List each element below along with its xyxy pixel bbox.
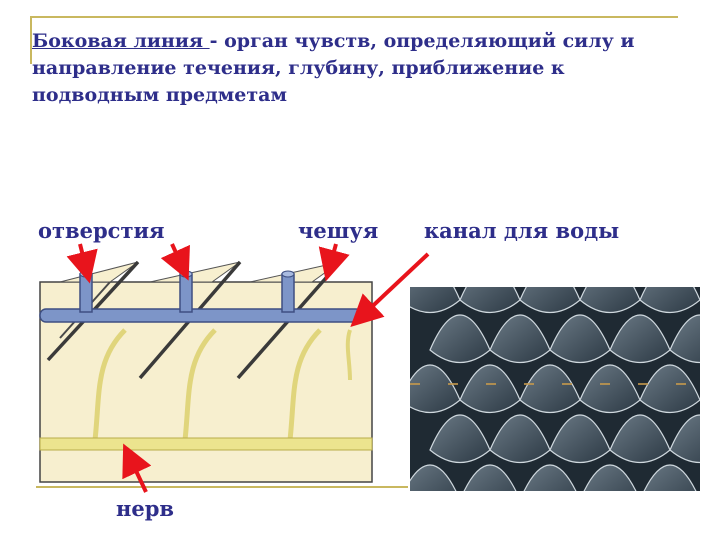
fish-scale [523,464,577,491]
fish-scale [639,287,700,313]
fish-scale [489,314,551,363]
fish-scale [699,398,700,401]
nerve-branch [345,329,352,381]
fish-scale [519,287,581,313]
fish-scale [643,464,697,491]
fish-scale [583,464,637,491]
fish-scale [669,314,700,363]
arrow-openings-1 [66,243,98,284]
fish-scale [410,287,461,313]
arrow-openings-2 [160,243,190,281]
canal-pore [281,273,295,313]
arrow-canal [350,252,430,327]
title-definition: - орган чувств, определяющий силу и напр… [32,30,635,106]
fish-scale [489,414,551,463]
pore-opening [281,270,295,278]
fish-scale [579,364,641,413]
skin-section [39,260,373,483]
pointer-arrows [66,243,430,493]
fish-scale [429,314,491,363]
label-nerve: нерв [116,496,175,521]
pore-opening [79,270,93,278]
nerve-branch [182,328,217,441]
fish-scale [463,464,517,491]
bottom-line [36,486,408,488]
fish-scale [700,465,720,513]
fish-scale [549,414,611,463]
fish-scale [609,314,671,363]
fish-scale [519,364,581,413]
canal-pore [79,273,93,313]
label-openings: отверстия [38,218,165,243]
label-scale: чешуя [298,218,379,243]
nerve-trunk [39,437,373,451]
fish-scale [639,364,700,413]
fish-scale [699,298,700,301]
nerve-branch [92,328,127,441]
fish-scale [579,287,641,313]
fish-scale [410,364,461,413]
title-term: Боковая линия [32,30,210,52]
nerve-branch [287,328,322,441]
fish-scales-photo [410,287,720,513]
arrow-scale [318,243,350,282]
frame-top-line [30,16,678,18]
frame-left-line [30,16,32,64]
pore-opening [179,270,193,278]
fish-scale [459,364,521,413]
fish-scale [459,287,521,313]
fish-scale [429,414,491,463]
fish-scale [549,314,611,363]
arrow-nerve [122,443,152,493]
fish-scale [410,464,457,491]
slide-title: Боковая линия - орган чувств, определяющ… [32,28,692,109]
fish-scale [669,414,700,463]
fish-scale [609,414,671,463]
label-water-canal: канал для воды [424,218,620,243]
canal-pore [179,273,193,313]
